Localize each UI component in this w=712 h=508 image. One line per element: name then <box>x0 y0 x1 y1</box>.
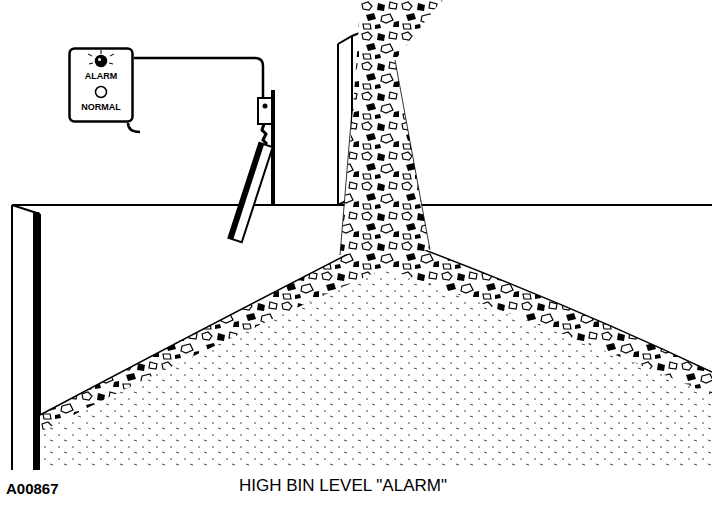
caption: HIGH BIN LEVEL "ALARM" <box>239 476 447 496</box>
panel-label: NORMAL <box>76 102 126 113</box>
drawing-number: A00867 <box>6 480 59 497</box>
panel-label: ALARM <box>76 71 126 82</box>
alarm-panel: ALARM NORMAL <box>68 47 134 123</box>
